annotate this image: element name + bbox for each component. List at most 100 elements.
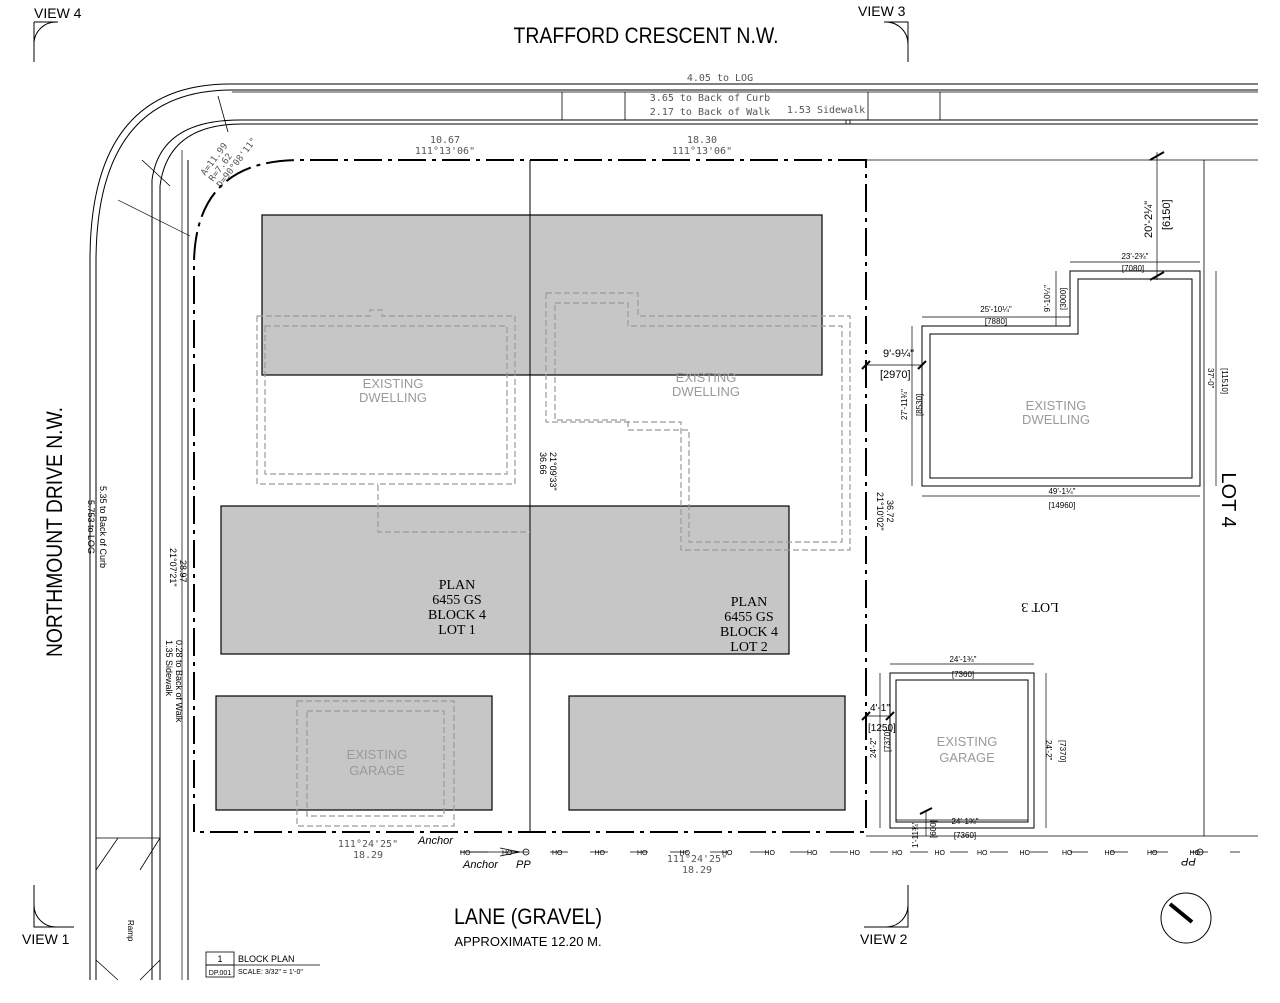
existing-dwelling-right-2: DWELLING (672, 384, 740, 399)
garage-small-met: [600] (929, 820, 938, 838)
garage-bottom-met: [7360] (954, 831, 976, 840)
street-west-name: NORTHMOUNT DRIVE N.W. (42, 407, 67, 657)
lane-width: APPROXIMATE 12.20 M. (454, 934, 601, 949)
overhead-marker-8: HO (807, 850, 818, 857)
view-3-label: VIEW 3 (858, 3, 906, 19)
garage-h2-imp: 24'-2" (1044, 740, 1053, 761)
w2-imp: 25'-10¼" (980, 305, 1012, 314)
overhead-marker-11: HO (935, 850, 946, 857)
bottom-right-brg: 111°24'25" (667, 854, 727, 865)
lot-3-label: LOT 3 (1021, 599, 1058, 614)
top-left-len: 10.67 (430, 135, 460, 146)
overhead-marker-5: HO (680, 850, 691, 857)
neighbor-dim-labels: 20'-2¼" [6150] 23'-2¾" [7080] 25'-10¼" [… (868, 199, 1229, 848)
overhead-marker-1: HO (502, 850, 513, 857)
view-4-label: VIEW 4 (34, 5, 82, 21)
garage-h-met: [7370] (883, 730, 892, 752)
bottom-left-len: 18.29 (353, 850, 383, 861)
north-curb-dim: 3.65 to Back of Curb (650, 93, 770, 104)
ramp-label: Ramp (126, 920, 135, 942)
overhead-marker-6: HO (722, 850, 733, 857)
existing-dwelling-right-1: EXISTING (676, 370, 737, 385)
existing-garage-neighbor-1: EXISTING (937, 734, 998, 749)
existing-labels: EXISTING DWELLING EXISTING DWELLING EXIS… (347, 370, 1090, 778)
property-lines (193, 159, 867, 833)
h1-met: [8530] (915, 394, 924, 416)
bottom-right-len: 18.29 (682, 865, 712, 876)
overhead-marker-14: HO (1062, 850, 1073, 857)
w1-imp: 23'-2¾" (1121, 252, 1148, 261)
north-walk-dim: 2.17 to Back of Walk (650, 107, 770, 118)
lot-2-lot: LOT 2 (730, 640, 767, 655)
garage-side-imp: 4'-1" (870, 703, 890, 714)
overhead-marker-4: HO (637, 850, 648, 857)
view-4-marker (33, 21, 58, 62)
lane-name: LANE (GRAVEL) (454, 904, 602, 929)
bearing-labels-vertical: 36.66 21°09'33" 36.72 21°10'02" 28.97 21… (168, 452, 895, 587)
proposed-front-block (261, 214, 823, 376)
power-pole-left (522, 848, 530, 856)
west-sidewalk-dim: 1.35 Sidewalk (164, 640, 174, 697)
existing-garage-left-2: GARAGE (349, 763, 405, 778)
top-left-brg: 111°13'06" (415, 146, 475, 157)
bearing-labels: 10.67 111°13'06" 18.30 111°13'06" 111°24… (338, 135, 732, 876)
overhead-marker-13: HO (1020, 850, 1031, 857)
lot-1-label: PLAN 6455 GS BLOCK 4 LOT 1 (428, 578, 486, 638)
existing-dwelling-left-1: EXISTING (363, 376, 424, 391)
jog-met: [3000] (1059, 288, 1068, 310)
overhead-marker-7: HO (765, 850, 776, 857)
existing-dwelling-neighbor-1: EXISTING (1026, 398, 1087, 413)
overhead-marker-12: HO (977, 850, 988, 857)
top-right-len: 18.30 (687, 135, 717, 146)
side-imp: 9'-9¼" (883, 348, 914, 360)
ramp (95, 837, 161, 981)
anchor-label-b: Anchor (462, 859, 499, 871)
bottom-left-brg: 111°24'25" (338, 839, 398, 850)
overhead-marker-16: HO (1147, 850, 1158, 857)
view-2-marker (864, 885, 909, 928)
anchor-symbols (460, 847, 1204, 857)
overhead-marker-2: HO (552, 850, 563, 857)
w1-met: [7080] (1122, 264, 1144, 273)
overhead-marker-0: HO (460, 850, 471, 857)
bottom-met: [14960] (1049, 501, 1076, 510)
neighbor-lot-lines (866, 159, 1258, 837)
anchor-label-a: Anchor (417, 835, 454, 847)
title-scale: SCALE: 3/32" = 1'-0" (238, 969, 303, 976)
garage-h2-met: [7370] (1058, 740, 1067, 762)
west-walk-dim: 0.28 to Back of Walk (174, 640, 184, 723)
overhead-marker-17: HO (1190, 850, 1201, 857)
proposed-garage-right (568, 695, 846, 811)
top-right-brg: 111°13'06" (672, 146, 732, 157)
neighbor-dwelling (921, 270, 1201, 487)
proposed-garage-left (215, 695, 493, 811)
w2-met: [7880] (985, 317, 1007, 326)
view-1-label: VIEW 1 (22, 931, 70, 947)
lot-1-number: 6455 GS (432, 593, 481, 608)
existing-garage-left-1: EXISTING (347, 747, 408, 762)
pp-label-left: PP (516, 859, 531, 871)
bottom-imp: 49'-1¼" (1048, 487, 1075, 496)
view-3-marker (884, 21, 909, 62)
lot-2-label: PLAN 6455 GS BLOCK 4 LOT 2 (720, 595, 778, 655)
lot-1-plan: PLAN (439, 578, 476, 593)
west-len: 28.97 (178, 560, 188, 583)
title-number: 1 (217, 954, 222, 964)
utility-labels: Anchor Anchor PP PP (417, 835, 1196, 871)
garage-bottom-imp: 24'-1¾" (951, 817, 978, 826)
survey-marker (845, 119, 851, 125)
side-met: [2970] (880, 369, 911, 381)
view-1-marker (33, 885, 74, 928)
lot-4-label: LOT 4 (1217, 472, 1239, 527)
west-log-dim: 5.753 to LOG (86, 500, 96, 554)
proposed-buildings (215, 214, 846, 811)
curve-data: A=11.99 R=7.62 D=90°08'11" (199, 136, 259, 190)
setback-front-met: [6150] (1161, 199, 1173, 230)
existing-dwelling-left-2: DWELLING (359, 390, 427, 405)
overhead-marker-3: HO (595, 850, 606, 857)
h2-imp: 37'-0" (1206, 368, 1215, 389)
existing-garage-neighbor-2: GARAGE (939, 750, 995, 765)
power-pole-right (1196, 848, 1204, 856)
overhead-marker-15: HO (1105, 850, 1116, 857)
